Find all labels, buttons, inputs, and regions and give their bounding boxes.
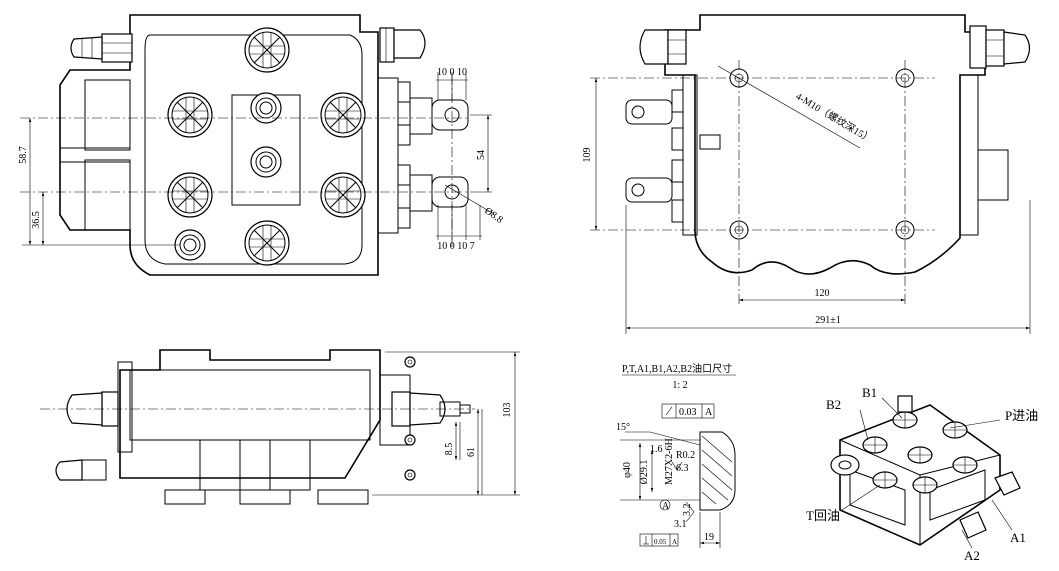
dim-dia-8-8: Ø8.8 (482, 205, 504, 225)
ra-1-6: 1.6 (650, 444, 663, 455)
dim-3-1: 3.1 (674, 519, 687, 530)
dim-61: 61 (466, 447, 477, 457)
port-detail: P,T,A1,B1,A2,B2油口尺寸 1: 2 0.03 A 15° φ40 … (616, 362, 736, 548)
dim-36-5: 36.5 (31, 211, 42, 229)
label-b1: B1 (862, 385, 877, 400)
dim-bottom-row: 10 0 10 7 (437, 241, 475, 252)
dim-291: 291±1 (815, 315, 841, 326)
tol-bottom-datum: A (672, 538, 677, 546)
dim-8-5: 8.5 (444, 443, 455, 456)
side-view: 103 61 8.5 (40, 349, 520, 505)
dim-109: 109 (582, 148, 593, 163)
label-a1: A1 (1010, 530, 1026, 545)
bottom-view: 4-M10（螺纹深15） 109 120 291±1 (582, 14, 1031, 334)
label-p-inlet: P进油 (1005, 408, 1038, 423)
r-0-2: R0.2 (676, 450, 695, 461)
tol-top-datum: A (705, 407, 713, 418)
port-detail-scale: 1: 2 (672, 380, 687, 391)
dim-120: 120 (815, 288, 830, 299)
hole-note: 4-M10（螺纹深15） (793, 89, 874, 145)
angle-15: 15° (616, 422, 630, 433)
dim-3-2: 3.2 (682, 504, 693, 517)
dim-58-7: 58.7 (18, 146, 29, 164)
label-b2: B2 (826, 397, 841, 412)
label-t-return: T回油 (806, 508, 840, 523)
dim-54: 54 (476, 150, 487, 160)
dim-19: 19 (704, 532, 714, 543)
datum-label: A (662, 501, 670, 512)
port-detail-title: P,T,A1,B1,A2,B2油口尺寸 (622, 362, 732, 375)
tol-top-value: 0.03 (679, 407, 697, 418)
dim-top-row: 10 0 10 (437, 67, 467, 78)
thread-note: M27X2-6H (664, 438, 675, 485)
dim-40: φ40 (622, 462, 633, 478)
top-view: 58.7 36.5 54 10 0 10 10 0 10 7 Ø8.8 (18, 14, 505, 276)
dim-103: 103 (502, 403, 513, 418)
tol-bottom-value: 0.05 (654, 538, 667, 546)
ra-6-3: 6.3 (676, 463, 689, 474)
dim-29-1: Ø29.1 (639, 460, 650, 485)
label-a2: A2 (964, 548, 980, 563)
isometric-view: B2 B1 P进油 T回油 A1 A2 (806, 385, 1038, 563)
